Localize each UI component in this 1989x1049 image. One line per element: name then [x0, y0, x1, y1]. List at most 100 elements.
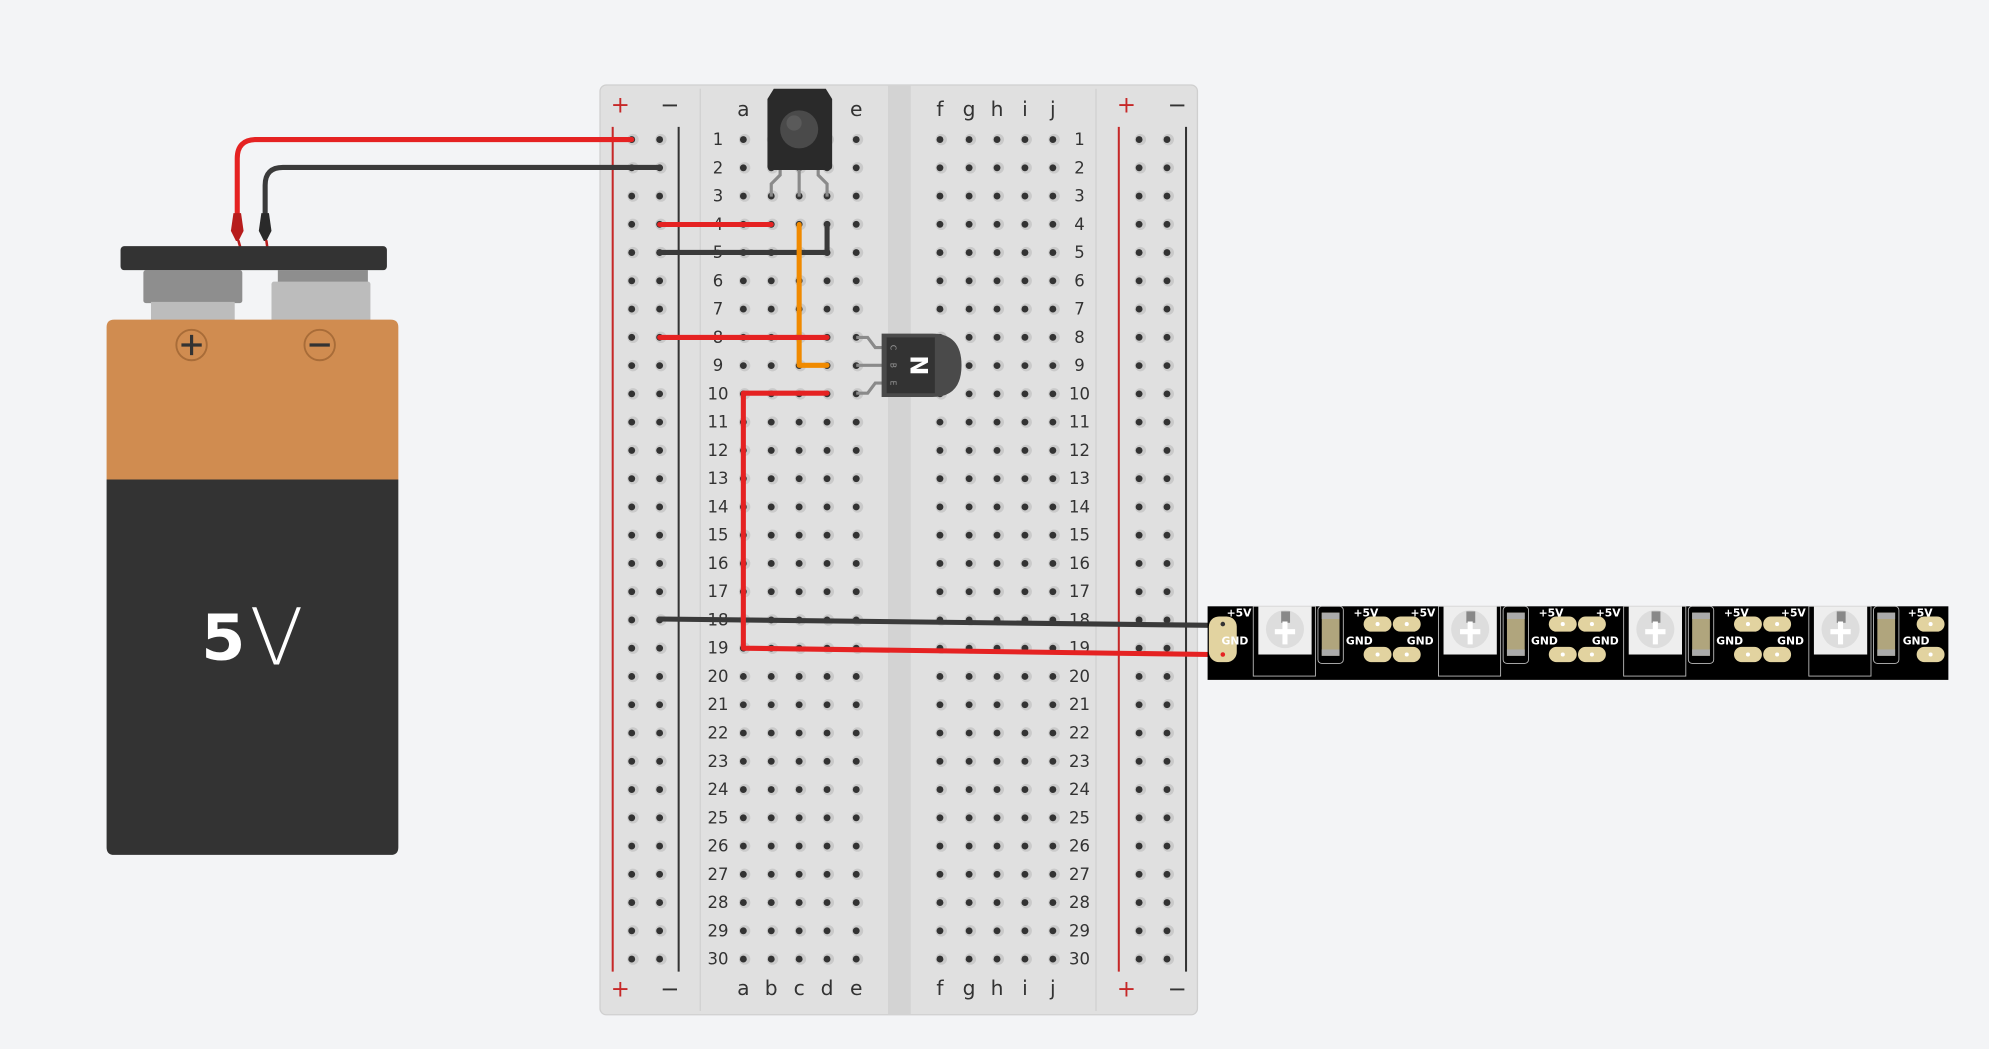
- breadboard-hole[interactable]: [822, 868, 835, 881]
- breadboard-hole[interactable]: [627, 388, 639, 400]
- breadboard-hole[interactable]: [1134, 190, 1147, 202]
- breadboard-hole[interactable]: [627, 472, 639, 485]
- breadboard-hole[interactable]: [627, 614, 639, 626]
- breadboard-hole[interactable]: [738, 133, 751, 146]
- breadboard-hole[interactable]: [1134, 303, 1147, 315]
- breadboard-hole[interactable]: [1020, 868, 1032, 881]
- breadboard-hole[interactable]: [851, 670, 864, 683]
- breadboard-hole[interactable]: [627, 529, 639, 541]
- breadboard-hole[interactable]: [964, 953, 977, 965]
- breadboard-hole[interactable]: [935, 812, 947, 824]
- breadboard-hole[interactable]: [1048, 359, 1060, 372]
- breadboard-hole[interactable]: [1162, 162, 1174, 174]
- breadboard-hole[interactable]: [794, 670, 807, 683]
- breadboard-hole[interactable]: [738, 727, 751, 739]
- breadboard-hole[interactable]: [1048, 444, 1060, 457]
- breadboard-hole[interactable]: [935, 585, 947, 598]
- led-strip[interactable]: +5VGND+5VGND+5VGND+5VGND+5VGND+5VGND+5VG…: [1207, 605, 1949, 680]
- breadboard-hole[interactable]: [1162, 246, 1174, 259]
- breadboard-hole[interactable]: [851, 303, 864, 315]
- breadboard-hole[interactable]: [794, 925, 807, 937]
- breadboard-hole[interactable]: [655, 529, 667, 541]
- breadboard-hole[interactable]: [766, 868, 779, 881]
- breadboard-hole[interactable]: [1134, 444, 1147, 457]
- breadboard-hole[interactable]: [738, 162, 751, 174]
- breadboard-hole[interactable]: [935, 727, 947, 739]
- breadboard-hole[interactable]: [738, 670, 751, 683]
- breadboard-hole[interactable]: [992, 953, 1005, 965]
- breadboard-hole[interactable]: [1020, 557, 1032, 570]
- breadboard-hole[interactable]: [655, 868, 667, 881]
- breadboard-hole[interactable]: [1134, 529, 1147, 541]
- breadboard-hole[interactable]: [766, 840, 779, 852]
- breadboard-hole[interactable]: [1162, 472, 1174, 485]
- solder-pad[interactable]: [1363, 616, 1392, 632]
- breadboard-hole[interactable]: [822, 727, 835, 739]
- breadboard-hole[interactable]: [822, 501, 835, 513]
- breadboard-hole[interactable]: [992, 557, 1005, 570]
- breadboard-hole[interactable]: [1020, 699, 1032, 711]
- breadboard-hole[interactable]: [992, 133, 1005, 146]
- rgb-led[interactable]: [1438, 605, 1502, 677]
- breadboard-hole[interactable]: [1020, 416, 1032, 428]
- breadboard-hole[interactable]: [794, 727, 807, 739]
- breadboard-hole[interactable]: [822, 755, 835, 767]
- breadboard-hole[interactable]: [1048, 303, 1060, 315]
- breadboard-hole[interactable]: [794, 529, 807, 541]
- breadboard-hole[interactable]: [1048, 162, 1060, 174]
- wire-led-ground[interactable]: [657, 616, 1214, 628]
- solder-pad[interactable]: [1548, 616, 1577, 632]
- breadboard-hole[interactable]: [1020, 162, 1032, 174]
- breadboard-hole[interactable]: [822, 896, 835, 909]
- breadboard-hole[interactable]: [627, 416, 639, 428]
- breadboard-hole[interactable]: [794, 557, 807, 570]
- breadboard-hole[interactable]: [627, 190, 639, 202]
- breadboard-hole[interactable]: [851, 218, 864, 231]
- breadboard-hole[interactable]: [992, 783, 1005, 796]
- breadboard-hole[interactable]: [1134, 246, 1147, 259]
- breadboard-hole[interactable]: [766, 529, 779, 541]
- breadboard-hole[interactable]: [1162, 896, 1174, 909]
- breadboard-hole[interactable]: [1020, 303, 1032, 315]
- breadboard-hole[interactable]: [851, 133, 864, 146]
- breadboard-hole[interactable]: [1048, 275, 1060, 287]
- breadboard-hole[interactable]: [992, 444, 1005, 457]
- breadboard-hole[interactable]: [627, 246, 639, 259]
- breadboard-hole[interactable]: [766, 699, 779, 711]
- solder-pad[interactable]: [1577, 646, 1606, 663]
- breadboard-hole[interactable]: [627, 783, 639, 796]
- breadboard-hole[interactable]: [1020, 472, 1032, 485]
- breadboard-hole[interactable]: [1020, 501, 1032, 513]
- breadboard-hole[interactable]: [1020, 444, 1032, 457]
- breadboard-hole[interactable]: [822, 303, 835, 315]
- breadboard-hole[interactable]: [655, 501, 667, 513]
- solder-pad[interactable]: [1763, 616, 1792, 632]
- breadboard-hole[interactable]: [935, 218, 947, 231]
- breadboard-hole[interactable]: [655, 416, 667, 428]
- breadboard-hole[interactable]: [935, 840, 947, 852]
- breadboard-hole[interactable]: [738, 359, 751, 372]
- breadboard-hole[interactable]: [794, 783, 807, 796]
- breadboard-hole[interactable]: [964, 303, 977, 315]
- breadboard-hole[interactable]: [738, 755, 751, 767]
- breadboard-hole[interactable]: [627, 303, 639, 315]
- breadboard-hole[interactable]: [627, 727, 639, 739]
- breadboard-hole[interactable]: [655, 275, 667, 287]
- breadboard-hole[interactable]: [851, 557, 864, 570]
- breadboard-hole[interactable]: [1162, 727, 1174, 739]
- breadboard-hole[interactable]: [964, 727, 977, 739]
- breadboard-hole[interactable]: [627, 275, 639, 287]
- breadboard-hole[interactable]: [964, 868, 977, 881]
- breadboard-hole[interactable]: [964, 416, 977, 428]
- breadboard-hole[interactable]: [851, 529, 864, 541]
- breadboard-hole[interactable]: [1048, 727, 1060, 739]
- breadboard-hole[interactable]: [1162, 303, 1174, 315]
- breadboard-hole[interactable]: [964, 557, 977, 570]
- breadboard-hole[interactable]: [822, 416, 835, 428]
- breadboard-hole[interactable]: [964, 275, 977, 287]
- breadboard-hole[interactable]: [992, 670, 1005, 683]
- breadboard-hole[interactable]: [1134, 218, 1147, 231]
- wire-battery-negative[interactable]: [262, 164, 663, 231]
- solder-pad[interactable]: [1548, 646, 1577, 663]
- breadboard-hole[interactable]: [1162, 783, 1174, 796]
